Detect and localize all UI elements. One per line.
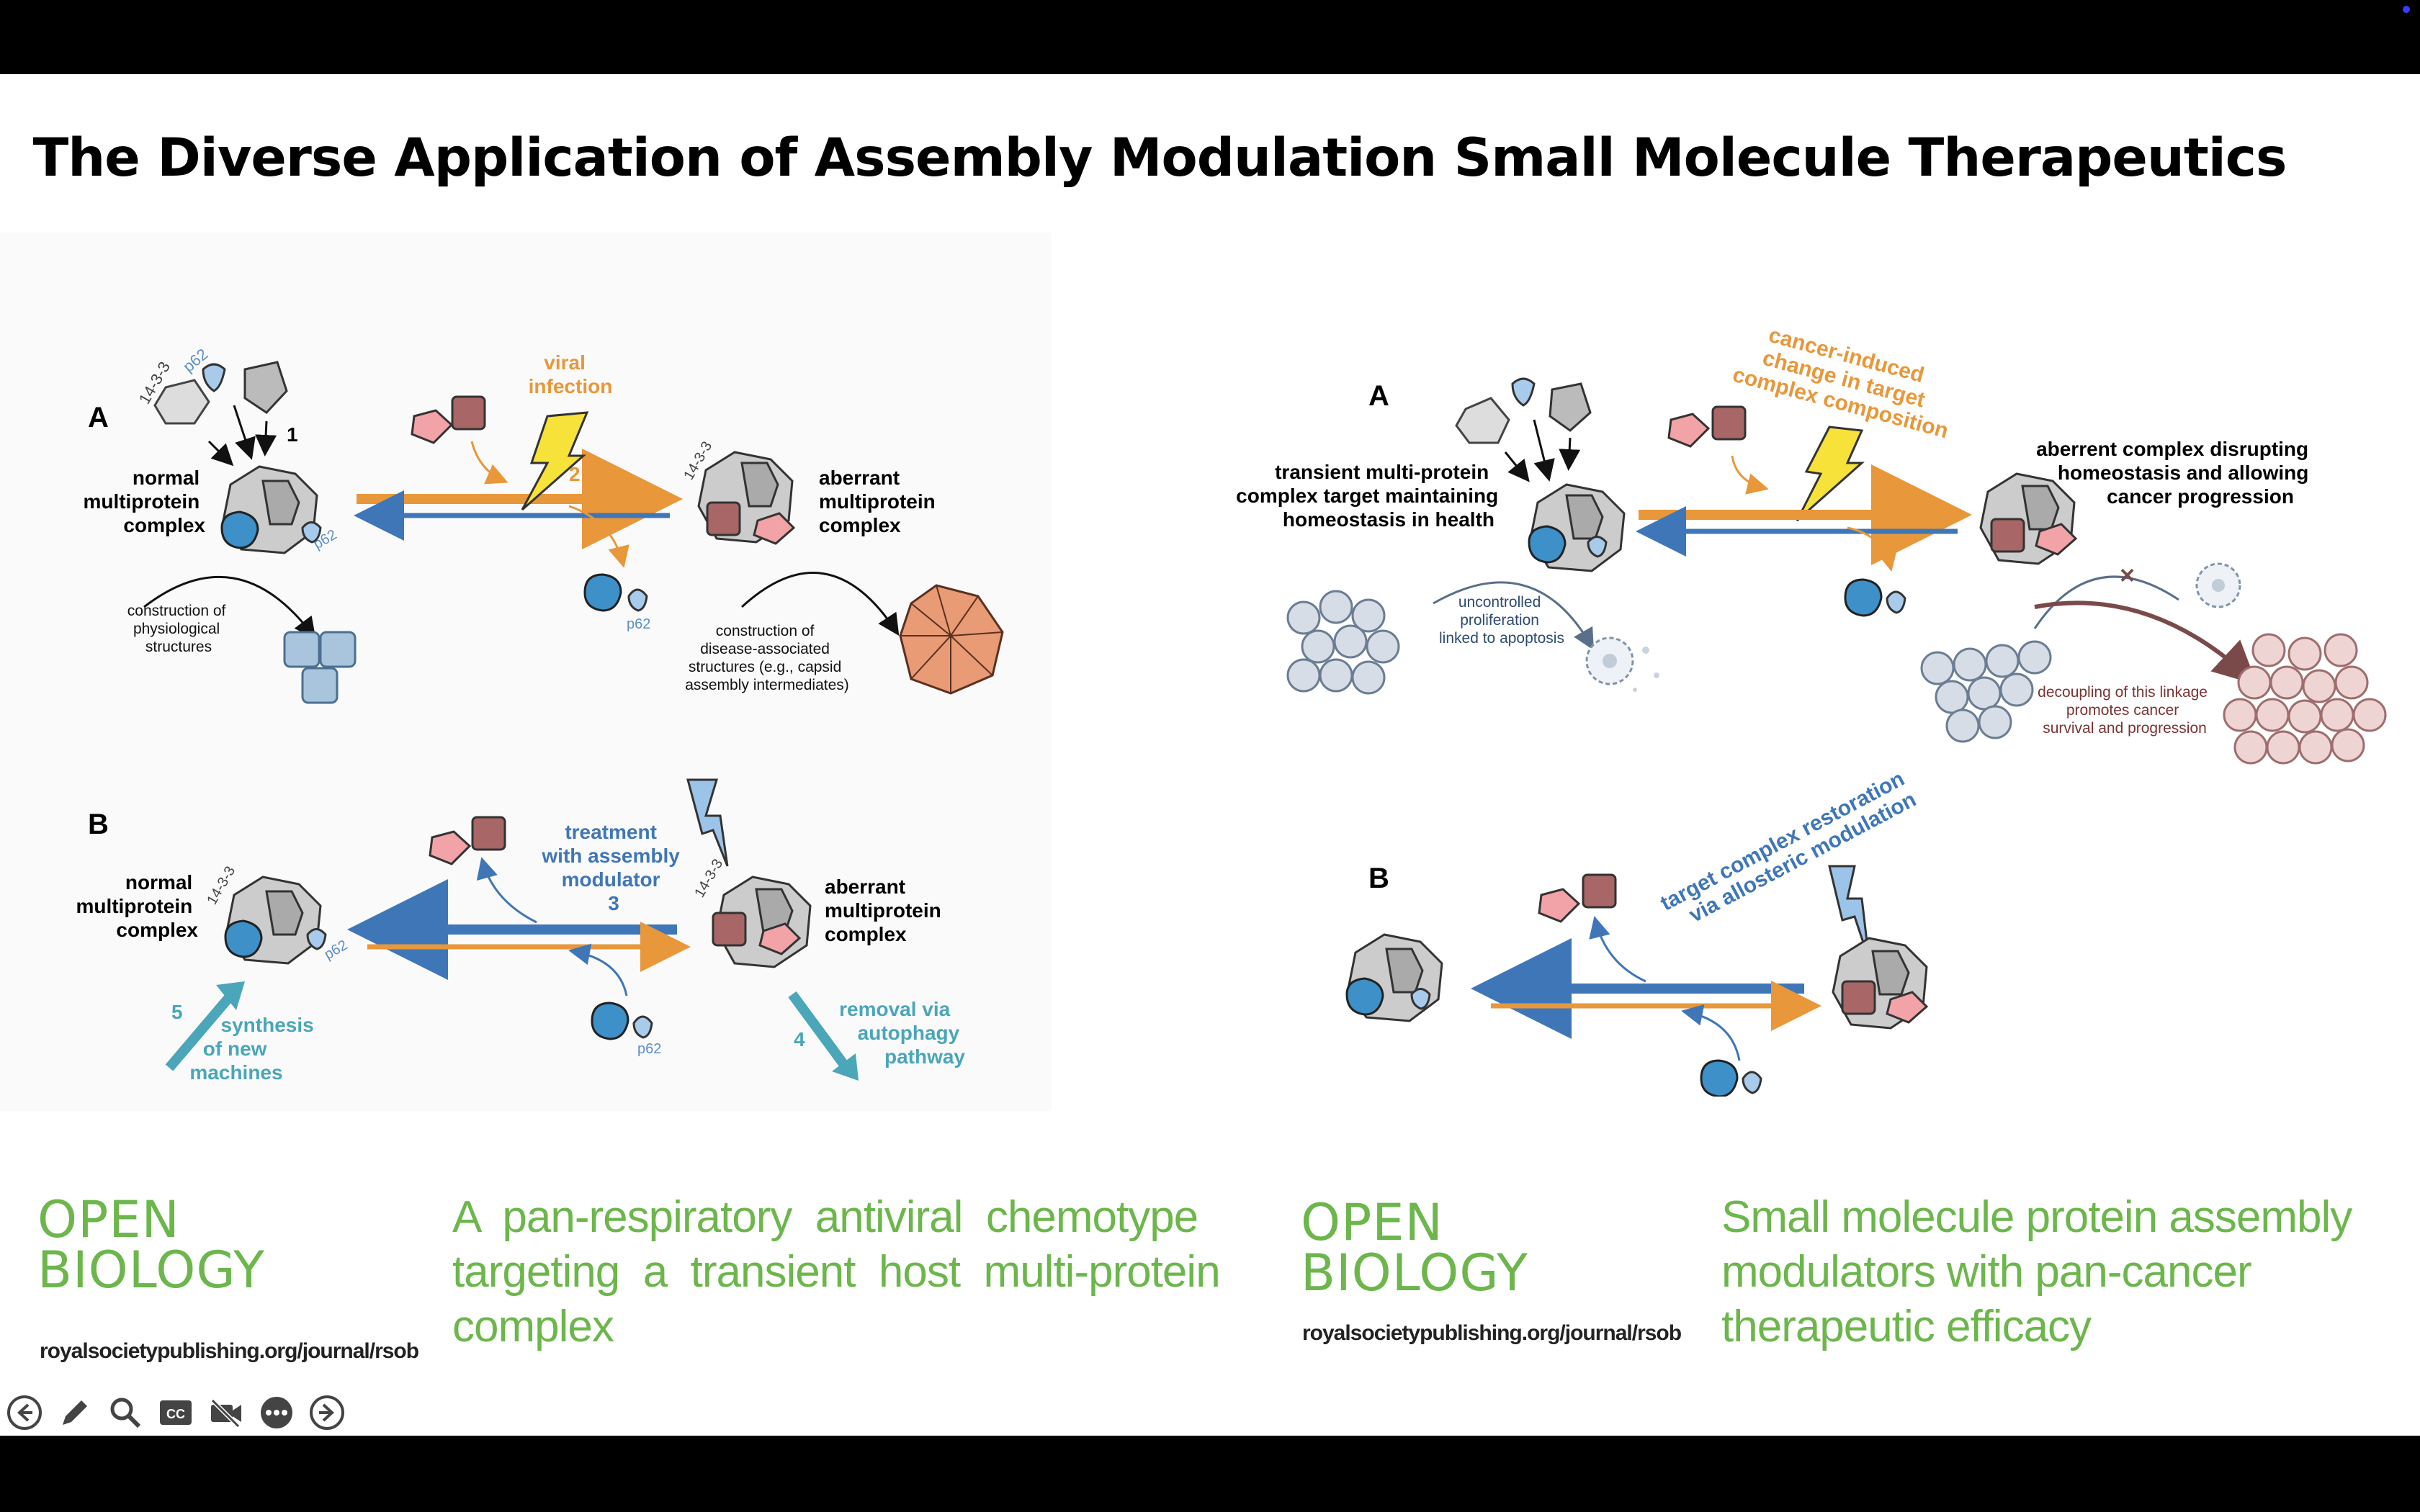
normal-complex-a — [220, 465, 322, 554]
released-protein — [1844, 578, 1883, 617]
healthy-cell-cluster — [1286, 590, 1400, 695]
cancer-induced-label: cancer-induced change in target complex … — [1730, 317, 1963, 443]
step-4: 4 — [794, 1028, 805, 1050]
uncontrolled-label: uncontrolled proliferation linked to apo… — [1439, 594, 1564, 647]
synthesis-label: synthesis of new machines — [189, 1014, 319, 1084]
host-factor-pink — [411, 409, 454, 444]
protein-hexagon — [1455, 397, 1510, 444]
paper-title-right: Small molecule protein assembly modulato… — [1721, 1192, 2352, 1351]
healthy-cell-cluster-2 — [1920, 640, 2052, 743]
disease-structures-label: construction of disease-associated struc… — [685, 623, 849, 693]
transient-complex — [1528, 483, 1626, 572]
zoom-button[interactable] — [105, 1392, 145, 1433]
blocked-x-icon: × — [2120, 560, 2135, 590]
lightning-bolt-icon — [521, 411, 589, 511]
pen-icon — [63, 1400, 87, 1425]
decoupling-label: decoupling of this linkage promotes canc… — [2038, 684, 2212, 737]
pen-button[interactable] — [55, 1392, 95, 1433]
physiological-structure — [283, 631, 357, 704]
host-factor-brown — [451, 395, 486, 431]
host-factor-brown — [1711, 405, 1747, 441]
label-p62: p62 — [627, 616, 650, 632]
apoptotic-cell-2 — [2195, 562, 2241, 608]
released-protein-b — [591, 1002, 629, 1040]
step-2: 2 — [569, 463, 581, 485]
released-p62 — [1886, 590, 1906, 614]
normal-complex-label-b: normal multiprotein complex — [76, 871, 198, 941]
released-p62-b — [1742, 1071, 1762, 1094]
removal-arrow — [788, 991, 851, 1071]
aberrant-complex-b — [712, 876, 812, 968]
slide: The Diverse Application of Assembly Modu… — [0, 74, 2420, 1436]
apoptotic-cell — [1585, 636, 1659, 692]
protein-pentagon — [243, 361, 288, 414]
camera-toggle-button[interactable] — [206, 1392, 246, 1433]
cancer-cell-cluster — [2223, 633, 2387, 765]
more-icon — [261, 1397, 292, 1428]
right-figure: A transient multi-protein complex target… — [1196, 247, 2406, 1097]
aberrent-complex-label: aberrent complex disrupting homeostasis … — [2036, 438, 2314, 508]
normal-complex-label-a: normal multiprotein complex — [83, 467, 205, 536]
slide-title: The Diverse Application of Assembly Modu… — [32, 127, 2287, 189]
label-p62: p62 — [637, 1041, 661, 1057]
aberrant-complex-label-b: aberrant multiprotein complex — [825, 876, 947, 945]
host-factor-brown-b — [471, 816, 506, 851]
presentation-toolbar: CC — [4, 1392, 347, 1433]
step-1: 1 — [287, 423, 298, 446]
host-factor-pink-b — [1538, 888, 1581, 923]
viral-infection-label: viral infection — [529, 351, 613, 397]
next-slide-button[interactable] — [307, 1392, 347, 1433]
protein-pentagon — [1549, 382, 1592, 432]
open-biology-logo: OPEN BIOLOGY — [1301, 1193, 1528, 1302]
arrow-left-icon — [7, 1395, 42, 1430]
panel-a-label-right: A — [1368, 380, 1389, 412]
restoration-label: target complex restoration via allosteri… — [1657, 764, 1924, 937]
aberrent-complex-b — [1832, 937, 1929, 1030]
released-p62 — [627, 588, 648, 612]
captions-button[interactable]: CC — [156, 1392, 196, 1433]
removal-label: removal via autophagy pathway — [839, 998, 965, 1068]
capsid-icon — [899, 584, 1004, 695]
host-factor-pink — [1667, 413, 1711, 448]
aberrant-complex-a — [697, 451, 796, 545]
treatment-label: treatment with assembly modulator 3 — [541, 821, 685, 914]
normal-complex-b — [224, 876, 327, 965]
recording-indicator — [2403, 6, 2410, 13]
svg-text:CC: CC — [166, 1407, 185, 1421]
lightning-bolt-icon — [1796, 426, 1865, 522]
journal-url: royalsocietypublishing.org/journal/rsob — [40, 1339, 419, 1363]
open-biology-logo: OPEN BIOLOGY — [37, 1190, 265, 1300]
physiological-label: construction of physiological structures — [127, 603, 230, 655]
panel-b-label: B — [88, 809, 109, 840]
modulator-lightning-icon — [1828, 865, 1870, 960]
journal-url: royalsocietypublishing.org/journal/rsob — [1302, 1321, 1682, 1345]
released-protein — [583, 573, 622, 612]
aberrant-complex-label-a: aberrant multiprotein complex — [819, 467, 941, 536]
step-5: 5 — [171, 1001, 183, 1023]
synthesis-arrow — [165, 992, 235, 1071]
left-figure: A 14-3-3 p62 1 p62 normal multiprotein — [0, 233, 1052, 1111]
p62-protein — [202, 363, 226, 392]
transient-complex-label: transient multi-protein complex target m… — [1236, 461, 1504, 531]
closed-captions-icon: CC — [160, 1400, 192, 1425]
p62-protein — [1511, 377, 1536, 407]
host-factor-pink-b — [429, 830, 472, 865]
aberrent-complex — [1979, 472, 2078, 565]
camera-off-icon — [210, 1398, 241, 1428]
protein-hexagon — [153, 379, 210, 425]
more-options-button[interactable] — [256, 1392, 297, 1433]
released-protein-b — [1700, 1059, 1739, 1097]
host-factor-brown-b — [1582, 873, 1617, 909]
modulator-lightning-icon — [686, 778, 729, 867]
panel-b-label-right: B — [1368, 863, 1389, 894]
released-p62-b — [632, 1015, 653, 1039]
previous-slide-button[interactable] — [4, 1392, 45, 1433]
magnifier-icon — [110, 1398, 141, 1428]
restored-complex — [1345, 933, 1443, 1022]
arrow-right-icon — [310, 1395, 344, 1430]
panel-a-label: A — [88, 402, 109, 433]
paper-title-left: A pan-respiratory antiviral chemotype ta… — [452, 1192, 1221, 1351]
